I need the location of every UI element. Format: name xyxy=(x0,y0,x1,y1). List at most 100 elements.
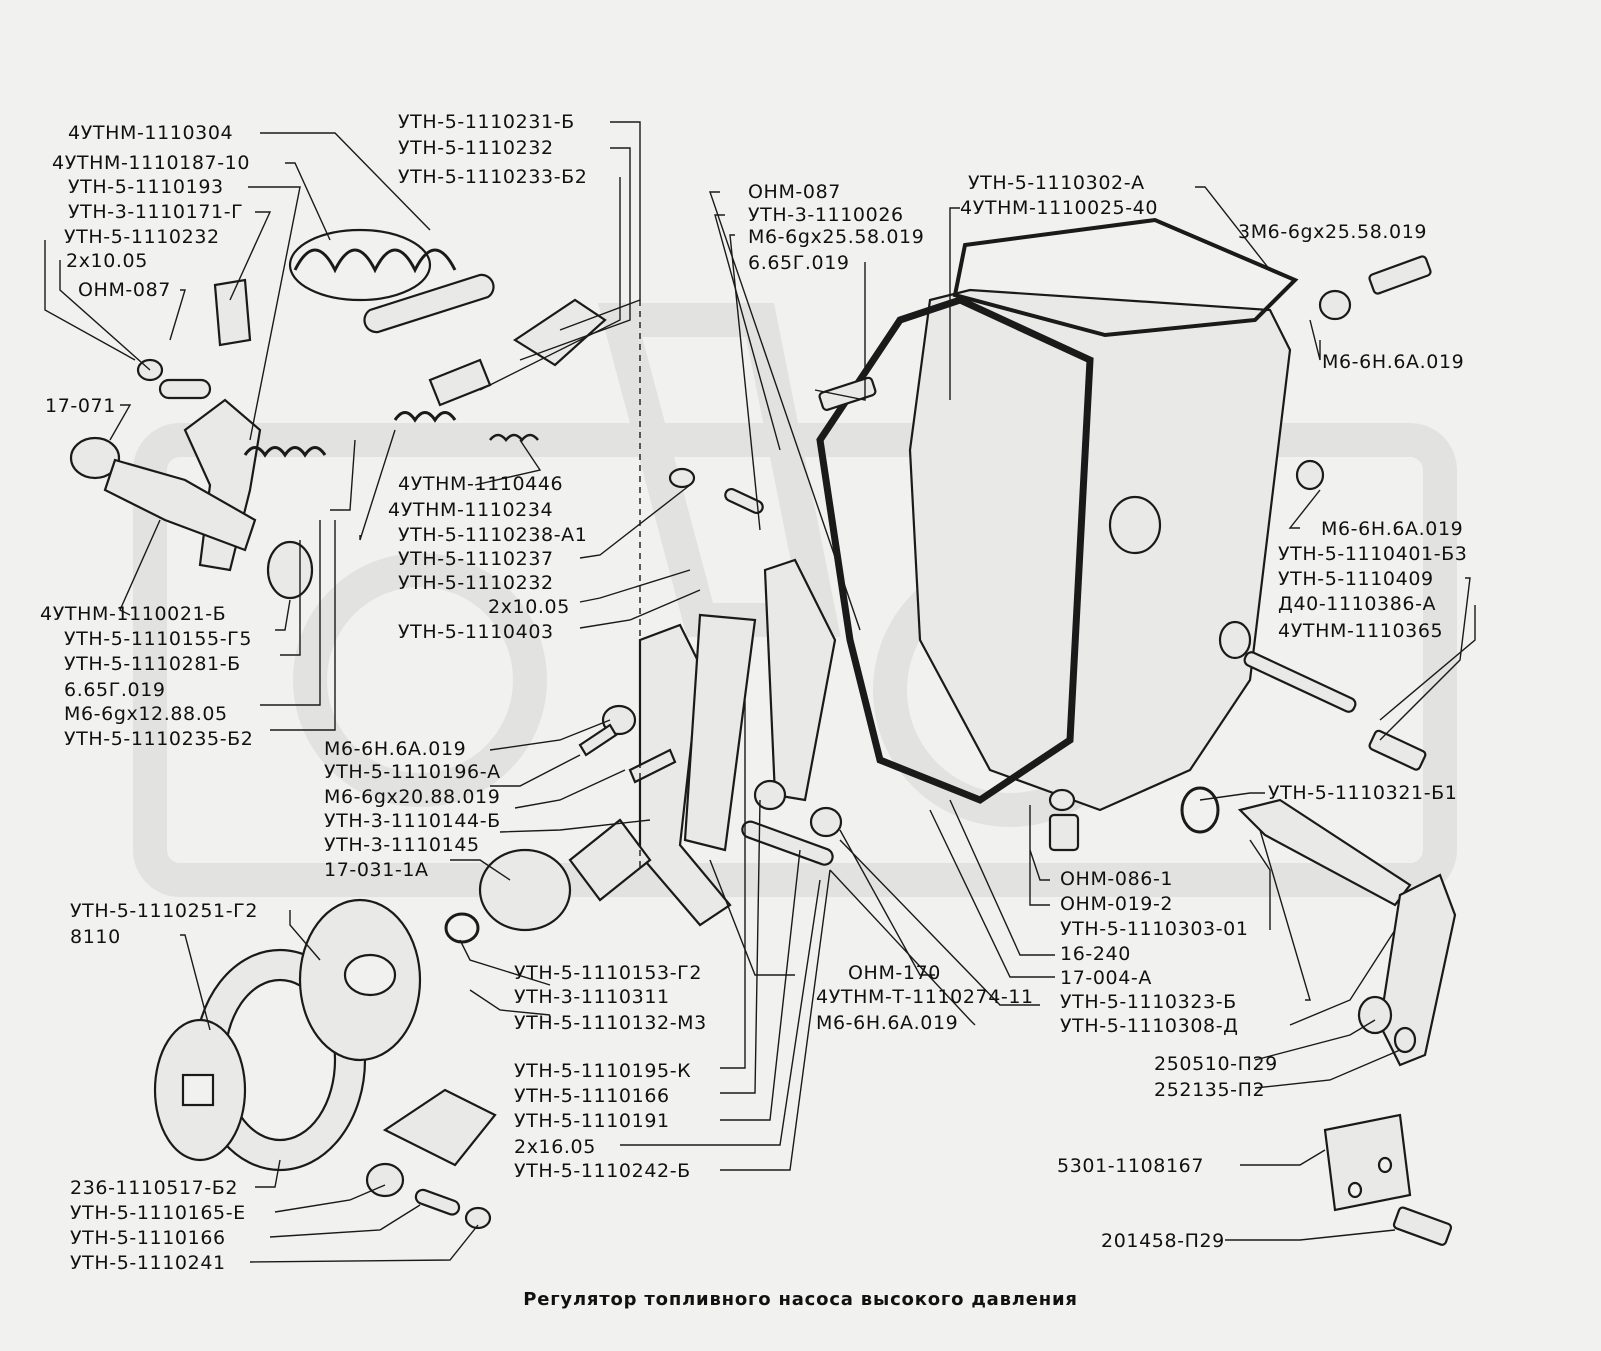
part-label: Д40-1110386-А xyxy=(1278,593,1437,615)
part-label: 4УТНМ-1110304 xyxy=(68,122,234,144)
part-label: ОНМ-170 xyxy=(848,962,941,984)
housing-gasket xyxy=(816,296,1094,804)
bearing-inner xyxy=(343,953,397,997)
pin-bottom xyxy=(414,1188,461,1216)
part-label: М6-6gх25.58.019 xyxy=(748,226,925,248)
center-plate xyxy=(683,613,757,852)
part-label: УТН-5-1110165-Е xyxy=(70,1202,246,1224)
part-label: 4УТНМ-1110187-10 xyxy=(52,152,251,174)
part-label: УТН-5-1110242-Б xyxy=(514,1160,691,1182)
rod-right xyxy=(1243,651,1357,713)
eye-bottom xyxy=(365,1162,405,1198)
plate-hole-2 xyxy=(1377,1156,1393,1174)
knob-part xyxy=(69,436,121,480)
spring-body xyxy=(288,228,432,302)
link-plate xyxy=(363,273,495,334)
part-label: УТН-5-1110237 xyxy=(398,548,554,570)
part-label: М6-6Н.6А.019 xyxy=(816,1012,959,1034)
right-lever xyxy=(763,558,837,802)
part-label: УТН-5-1110321-Б1 xyxy=(1268,782,1458,804)
part-label: 250510-П29 xyxy=(1154,1053,1278,1075)
part-label: М6-6Н.6А.019 xyxy=(1322,351,1465,373)
part-label: УТН-5-1110302-А xyxy=(968,172,1145,194)
part-label: М6-6gх12.88.05 xyxy=(64,703,228,725)
part-label: М6-6Н.6А.019 xyxy=(324,738,467,760)
part-label: УТН-5-1110241 xyxy=(70,1252,226,1274)
weight-hub xyxy=(478,848,572,932)
plug-part xyxy=(512,298,607,367)
bracket-part xyxy=(213,278,252,347)
part-label: 2х16.05 xyxy=(514,1136,596,1158)
part-label: 4УТНМ-1110234 xyxy=(388,499,554,521)
spring-tiny xyxy=(489,433,539,442)
part-label: 16-240 xyxy=(1060,943,1131,965)
bolt-left-housing xyxy=(818,376,877,411)
housing-body xyxy=(908,288,1292,812)
housing-top-gasket xyxy=(952,217,1299,338)
plate-hole-1 xyxy=(1347,1181,1363,1199)
part-label: УТН-5-1110153-Г2 xyxy=(514,962,703,984)
part-label: УТН-5-1110195-К xyxy=(514,1060,692,1082)
part-label: УТН-5-1110409 xyxy=(1278,568,1434,590)
pin-part xyxy=(158,378,212,400)
part-label: 252135-П2 xyxy=(1154,1079,1266,1101)
part-label: УТН-5-1110232 xyxy=(64,226,220,248)
spring-small xyxy=(243,446,327,458)
part-label: М6-6Н.6А.019 xyxy=(1321,518,1464,540)
part-label: 4УТНМ-1110025-40 xyxy=(960,197,1159,219)
part-label: УТН-5-1110401-Б3 xyxy=(1278,543,1468,565)
part-label: УТН-5-1110231-Б xyxy=(398,111,575,133)
part-label: УТН-5-1110132-М3 xyxy=(514,1012,707,1034)
plug-housing xyxy=(1048,813,1080,852)
leader-lines xyxy=(44,121,1476,1263)
part-label: УТН-5-1110323-Б xyxy=(1060,991,1237,1013)
part-label: 2х10.05 xyxy=(66,250,148,272)
part-label: УТН-5-1110308-Д xyxy=(1060,1015,1239,1037)
part-label: 2х10.05 xyxy=(488,596,570,618)
pin-long xyxy=(741,820,834,866)
part-label: ОНМ-019-2 xyxy=(1060,893,1174,915)
part-label: УТН-5-1110191 xyxy=(514,1110,670,1132)
housing-port xyxy=(1108,495,1162,555)
weight-shaft xyxy=(568,818,652,902)
part-label: УТН-5-1110196-А xyxy=(324,761,501,783)
diagram-caption: Регулятор топливного насоса высокого дав… xyxy=(523,1289,1078,1310)
pin-center xyxy=(724,487,764,515)
o-ring xyxy=(1180,786,1220,834)
eye-part-2 xyxy=(753,779,787,811)
plate-bracket xyxy=(1323,1113,1412,1212)
part-label: 4УТНМ-1110365 xyxy=(1278,620,1444,642)
nut-right xyxy=(1295,459,1325,491)
part-label: 8110 xyxy=(70,926,121,948)
part-label: УТН-5-1110155-Г5 xyxy=(64,628,253,650)
shaft-part xyxy=(103,458,257,552)
part-label: УТН-5-1110232 xyxy=(398,572,554,594)
eye-part xyxy=(809,806,843,838)
part-label: 3М6-6gх25.58.019 xyxy=(1238,221,1428,243)
part-label: УТН-5-1110166 xyxy=(514,1085,670,1107)
part-label: 17-071 xyxy=(45,395,116,417)
part-label: 4УТНМ-Т-1110274-11 xyxy=(816,986,1034,1008)
part-label: 17-031-1А xyxy=(324,859,429,881)
bolt-right xyxy=(1368,729,1427,771)
part-label: УТН-3-1110144-Б xyxy=(324,810,501,832)
part-label: 5301-1108167 xyxy=(1057,1155,1205,1177)
part-label: 17-004-А xyxy=(1060,967,1152,989)
part-label: УТН-5-1110232 xyxy=(398,137,554,159)
part-label: УТН-5-1110233-Б2 xyxy=(398,166,588,188)
nut-top-right xyxy=(1318,289,1352,321)
part-label: 236-1110517-Б2 xyxy=(70,1177,239,1199)
part-label: УТН-5-1110403 xyxy=(398,621,554,643)
part-label: УТН-5-1110235-Б2 xyxy=(64,728,254,750)
part-label: 4УТНМ-1110446 xyxy=(398,473,564,495)
center-lever xyxy=(638,623,732,927)
lever-part xyxy=(183,398,262,572)
part-label: УТН-5-1110303-01 xyxy=(1060,918,1249,940)
part-label: УТН-3-1110026 xyxy=(748,204,904,226)
bolt-center xyxy=(628,748,677,784)
bolt-top-right xyxy=(1368,255,1432,295)
part-label: УТН-5-1110238-А1 xyxy=(398,524,588,546)
part-label: М6-6gх20.88.019 xyxy=(324,786,501,808)
disc-square xyxy=(181,1073,215,1107)
part-label: УТН-5-1110193 xyxy=(68,176,224,198)
